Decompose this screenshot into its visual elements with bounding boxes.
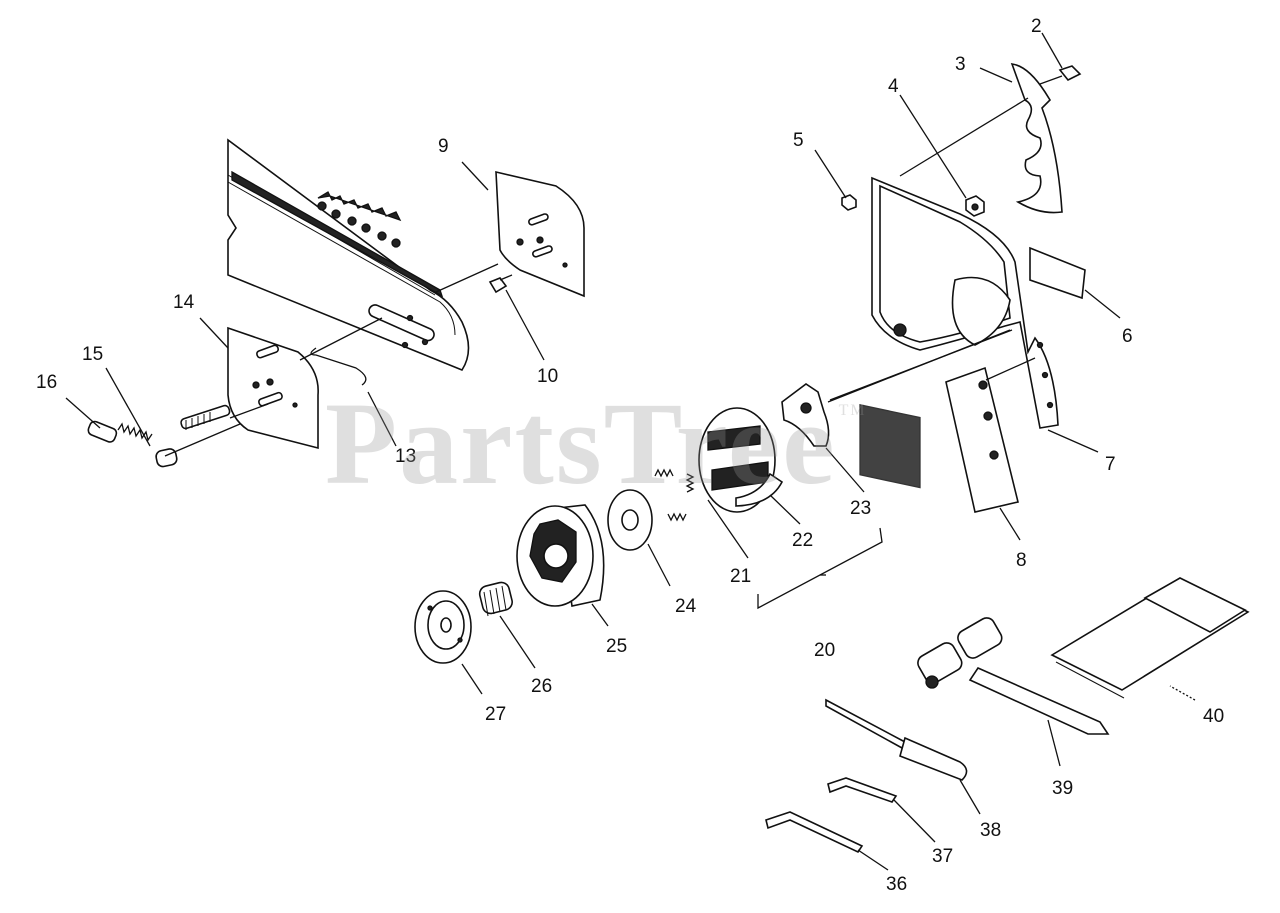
callout-39: 39: [1052, 778, 1073, 799]
scrench-wrench[interactable]: [915, 615, 1110, 735]
callout-16: 16: [36, 372, 57, 393]
adjuster-spring[interactable]: [117, 422, 153, 442]
cover-nut-large[interactable]: [965, 195, 985, 217]
clutch-hub[interactable]: [781, 383, 830, 447]
tensioner-nut[interactable]: [155, 448, 178, 468]
saw-chain[interactable]: [317, 191, 402, 248]
inner-bar-plate[interactable]: [227, 326, 319, 450]
outer-bar-plate[interactable]: [495, 170, 585, 298]
tensioner-stud[interactable]: [180, 404, 231, 430]
hex-key-long[interactable]: [765, 811, 864, 854]
callout-5: 5: [793, 130, 804, 151]
tool-pouch[interactable]: [1050, 577, 1250, 699]
callout-15: 15: [82, 344, 103, 365]
callout-3: 3: [955, 54, 966, 75]
callout-26: 26: [531, 676, 552, 697]
callout-2: 2: [1031, 16, 1042, 37]
clutch-drum[interactable]: [516, 504, 605, 607]
callout-37: 37: [932, 846, 953, 867]
adjuster-screw[interactable]: [87, 420, 118, 443]
drive-plate[interactable]: [414, 590, 472, 664]
clutch-spring-b[interactable]: [685, 473, 695, 493]
callout-13: 13: [395, 446, 416, 467]
screwdriver[interactable]: [825, 698, 968, 781]
clutch-spring-c[interactable]: [667, 512, 687, 522]
callout-4: 4: [888, 76, 899, 97]
clutch-washer[interactable]: [607, 489, 653, 551]
chain-guard-plate[interactable]: [945, 366, 1019, 513]
bar-plate-bolt[interactable]: [488, 274, 513, 294]
callout-20: 20: [814, 640, 835, 661]
callout-38: 38: [980, 820, 1001, 841]
bumper-spike[interactable]: [1010, 63, 1063, 214]
chain-catcher-spring[interactable]: [310, 347, 367, 386]
callout-21: 21: [730, 566, 751, 587]
clutch-shoe-assembly[interactable]: [698, 407, 784, 513]
callout-27: 27: [485, 704, 506, 725]
callout-6: 6: [1122, 326, 1133, 347]
callout-14: 14: [173, 292, 195, 313]
callout-36: 36: [886, 874, 907, 895]
callout-7: 7: [1105, 454, 1116, 475]
sprocket-cover[interactable]: [859, 176, 1059, 489]
spike-screw[interactable]: [1039, 65, 1082, 85]
hex-key-short[interactable]: [827, 777, 898, 803]
cover-nut-small[interactable]: [841, 194, 857, 211]
callout-23: 23: [850, 498, 871, 519]
callout-8: 8: [1016, 550, 1027, 571]
callout-10: 10: [537, 366, 558, 387]
guide-bar[interactable]: [227, 138, 470, 371]
callout-24: 24: [675, 596, 697, 617]
clutch-spring-a[interactable]: [654, 468, 674, 478]
callout-9: 9: [438, 136, 449, 157]
needle-bearing[interactable]: [478, 581, 514, 617]
callout-25: 25: [606, 636, 627, 657]
callout-40: 40: [1203, 706, 1224, 727]
callout-22: 22: [792, 530, 813, 551]
warning-label[interactable]: [1029, 246, 1086, 300]
